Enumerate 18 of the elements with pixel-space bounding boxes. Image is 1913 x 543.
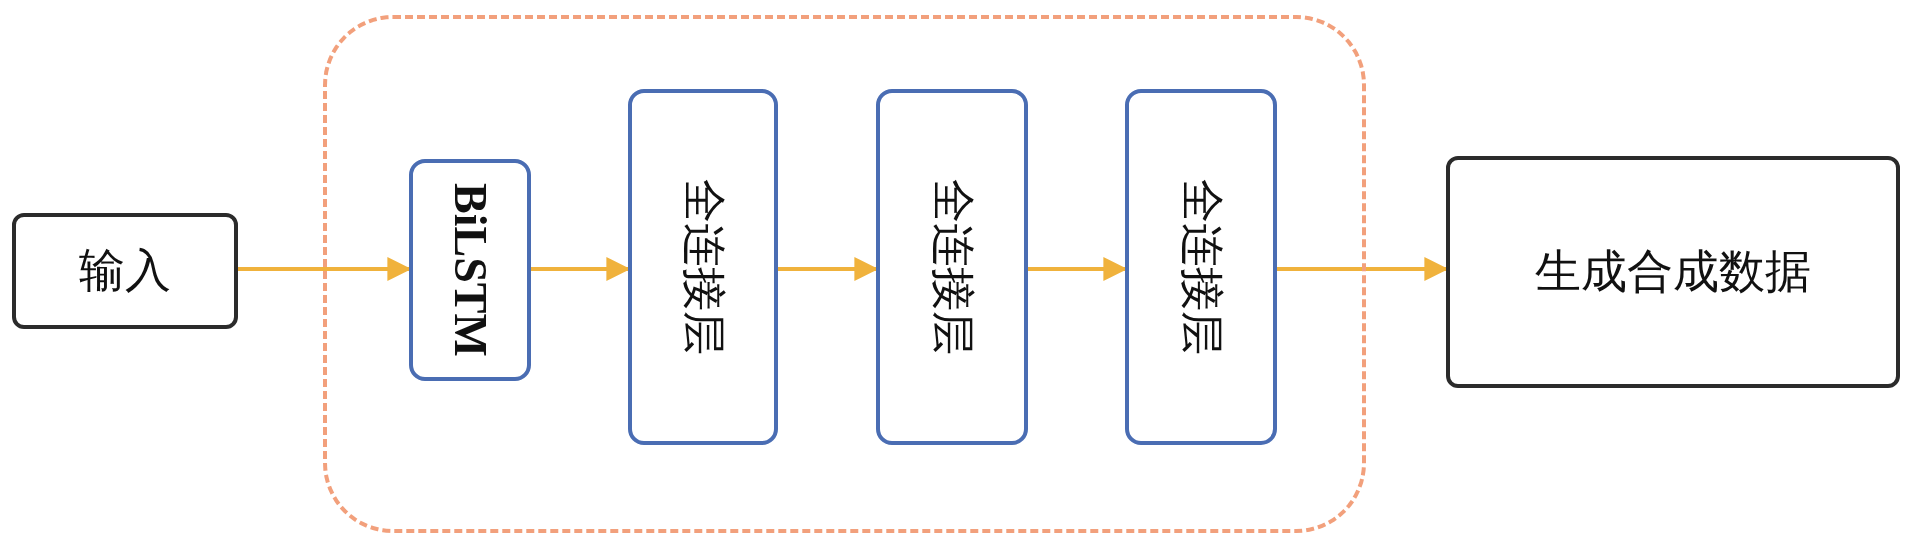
- arrow: [531, 257, 631, 281]
- arrow: [1028, 257, 1128, 281]
- layer-box: [409, 159, 531, 381]
- arrow: [1277, 257, 1449, 281]
- layer-box: [1125, 89, 1277, 445]
- layer-label: 全连接层: [1175, 179, 1229, 355]
- arrow: [238, 257, 412, 281]
- layer-box: [876, 89, 1028, 445]
- box-label: 输入: [79, 242, 171, 299]
- input-box: [12, 213, 238, 329]
- output-box: [1446, 156, 1900, 388]
- layer-label: BiLSTM: [443, 183, 497, 357]
- box-label: 生成合成数据: [1535, 243, 1811, 300]
- arrow: [778, 257, 879, 281]
- layer-box: [628, 89, 778, 445]
- layer-label: 全连接层: [677, 179, 731, 355]
- layer-label: 全连接层: [926, 179, 980, 355]
- dashed-group-box: [323, 15, 1366, 533]
